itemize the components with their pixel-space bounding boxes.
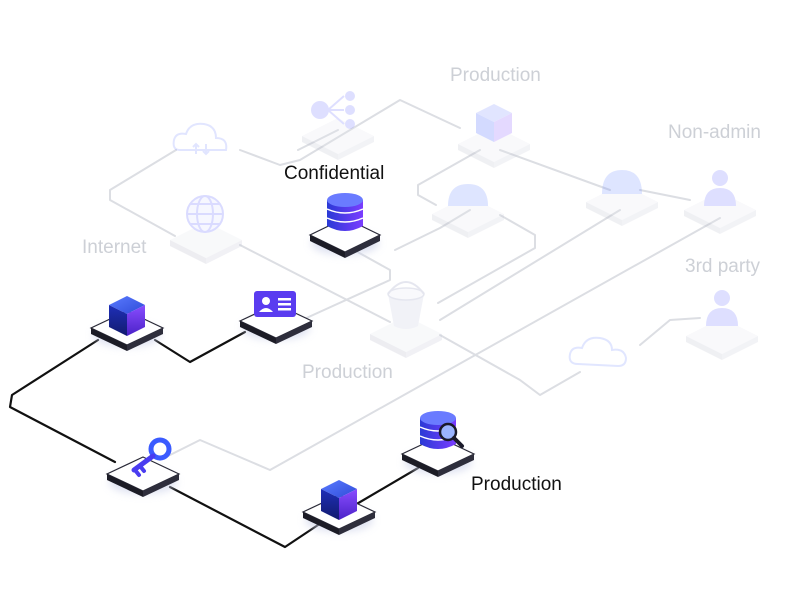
key-node[interactable] xyxy=(105,437,181,497)
globe-icon xyxy=(186,195,224,233)
cloud-dome-node xyxy=(432,184,504,238)
bucket-icon xyxy=(387,281,425,329)
cube-node-bottom[interactable] xyxy=(301,480,377,535)
label-production-mid: Production xyxy=(302,362,393,383)
label-third-party: 3rd party xyxy=(685,256,760,277)
globe-node xyxy=(170,195,242,264)
cloud-icon xyxy=(602,170,642,194)
label-non-admin: Non-admin xyxy=(668,122,761,143)
cube-icon xyxy=(476,104,512,142)
user-icon xyxy=(704,170,736,206)
user-node-third-party xyxy=(686,290,758,360)
cloud-dome-node-right xyxy=(586,170,658,226)
id-card-icon xyxy=(254,291,296,317)
cube-node-left[interactable] xyxy=(89,296,165,351)
user-icon xyxy=(706,290,738,326)
cloud-sync-icon xyxy=(172,122,228,156)
label-internet: Internet xyxy=(82,237,147,258)
faded-connections xyxy=(109,99,721,471)
cloud-sync-node xyxy=(172,122,228,156)
cube-node-faded xyxy=(458,104,530,168)
key-icon xyxy=(131,437,172,477)
database-search-node[interactable] xyxy=(400,411,476,477)
label-production-bottom: Production xyxy=(471,474,562,495)
database-icon xyxy=(326,193,364,231)
id-card-node[interactable] xyxy=(238,291,314,344)
active-connections xyxy=(8,330,420,549)
cloud-outline-node xyxy=(568,336,628,368)
user-node-non-admin xyxy=(684,170,756,234)
label-production-top: Production xyxy=(450,65,541,86)
cube-icon xyxy=(109,296,145,336)
database-node[interactable] xyxy=(308,193,382,258)
share-nodes-node xyxy=(302,91,374,160)
cloud-icon xyxy=(568,336,628,368)
share-nodes-icon xyxy=(311,91,355,129)
label-confidential: Confidential xyxy=(284,163,385,184)
bucket-node xyxy=(370,281,442,358)
cube-icon xyxy=(321,480,357,520)
cloud-icon xyxy=(448,184,488,206)
database-search-icon xyxy=(419,411,464,449)
